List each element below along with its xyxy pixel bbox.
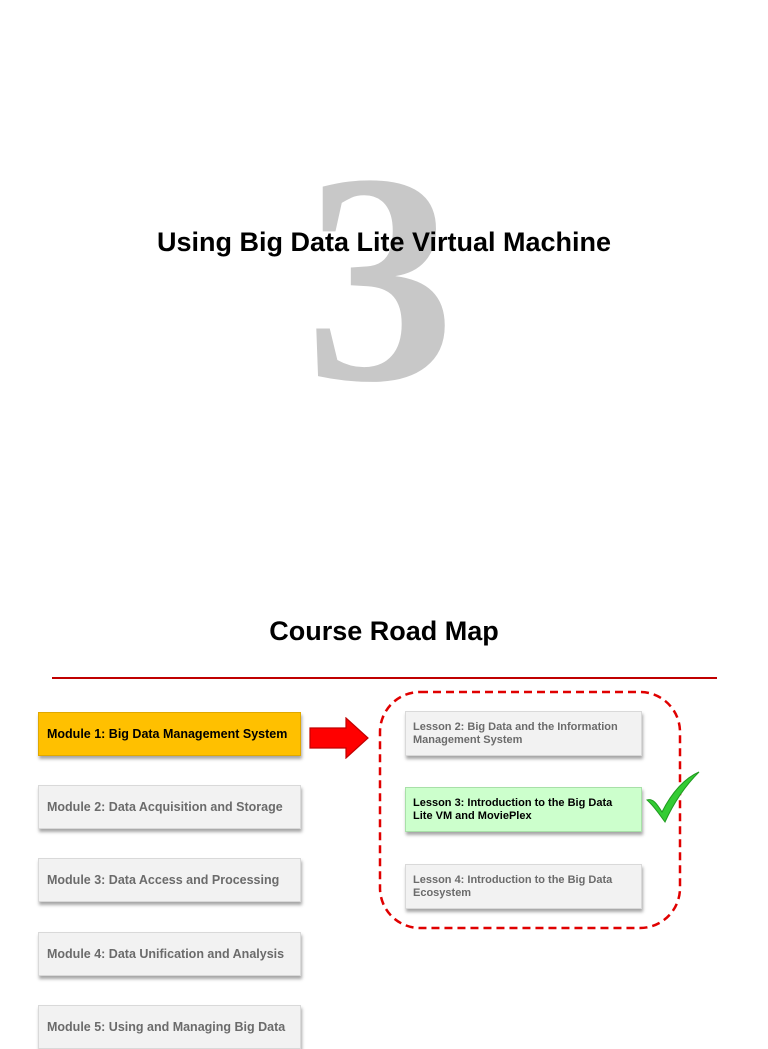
- module-1-box[interactable]: Module 1: Big Data Management System: [38, 712, 301, 756]
- roadmap-title: Course Road Map: [269, 616, 499, 646]
- chapter-number: 3: [305, 112, 455, 444]
- lesson-4-box[interactable]: Lesson 4: Introduction to the Big Data E…: [405, 864, 642, 909]
- module-5-box[interactable]: Module 5: Using and Managing Big Data: [38, 1005, 301, 1049]
- checkmark-icon: [646, 771, 700, 823]
- right-arrow-icon: [309, 717, 369, 759]
- lesson-3-box[interactable]: Lesson 3: Introduction to the Big Data L…: [405, 787, 642, 832]
- lesson-2-box[interactable]: Lesson 2: Big Data and the Information M…: [405, 711, 642, 756]
- module-3-box[interactable]: Module 3: Data Access and Processing: [38, 858, 301, 902]
- module-4-box[interactable]: Module 4: Data Unification and Analysis: [38, 932, 301, 976]
- lesson-group-outline: [378, 690, 682, 930]
- title-divider: [52, 677, 717, 679]
- chapter-title: Using Big Data Lite Virtual Machine: [156, 227, 612, 257]
- module-2-box[interactable]: Module 2: Data Acquisition and Storage: [38, 785, 301, 829]
